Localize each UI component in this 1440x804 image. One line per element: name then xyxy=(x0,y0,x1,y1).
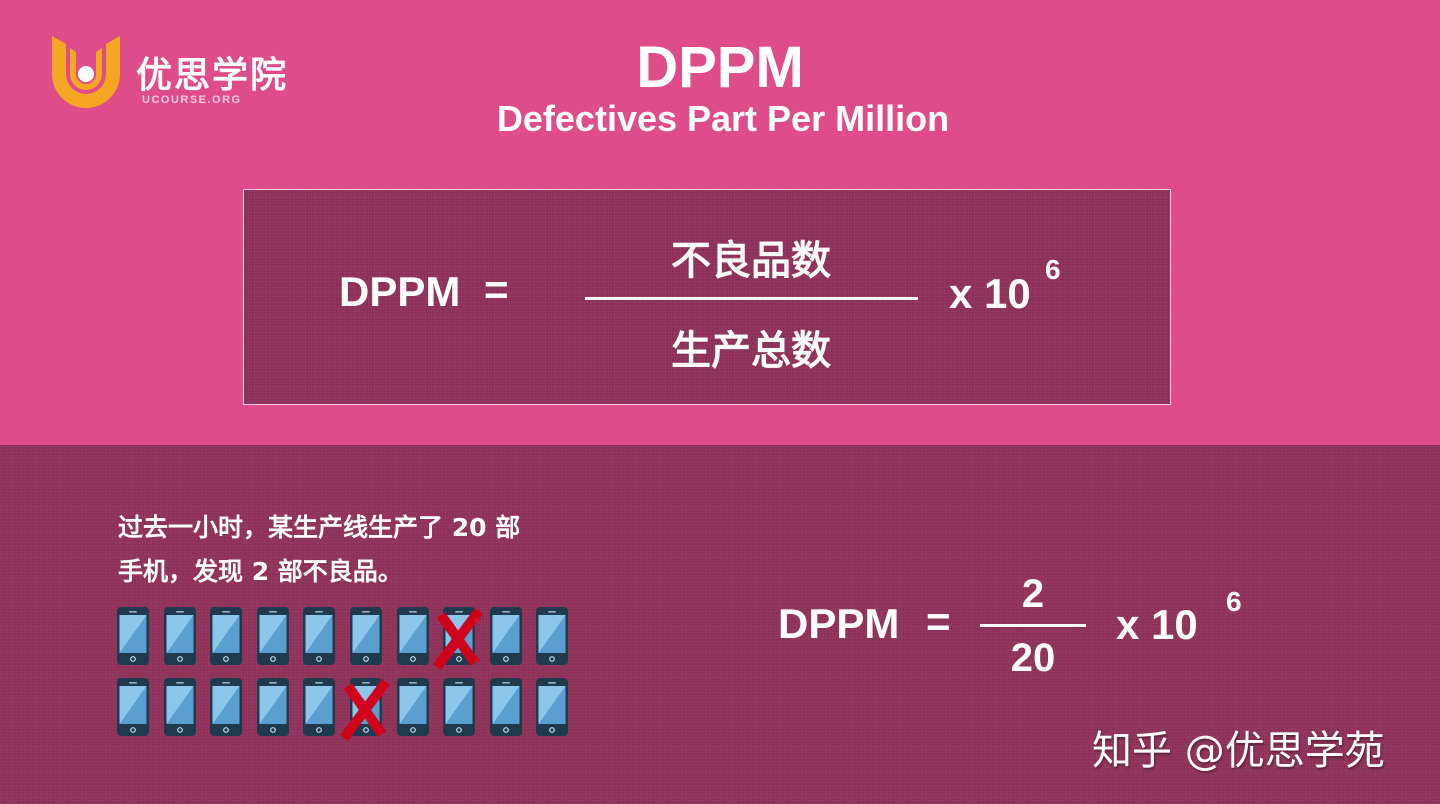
problem-line-1: 过去一小时，某生产线生产了 20 部 xyxy=(118,513,521,542)
example-fraction-bar xyxy=(980,624,1086,627)
smartphone-icon xyxy=(256,678,289,736)
smartphone-icon xyxy=(350,607,382,665)
logo-name: 优思学院 xyxy=(136,55,289,96)
red-x-icon xyxy=(431,607,487,671)
logo-domain: UCOURSE.ORG xyxy=(142,94,242,106)
page-subtitle: Defectives Part Per Million xyxy=(496,98,950,139)
smartphone-icon xyxy=(396,607,429,665)
page-title: DPPM xyxy=(636,35,804,100)
formula-denominator: 生产总数 xyxy=(671,328,831,374)
smartphone-icon xyxy=(163,678,196,736)
smartphone-icon xyxy=(443,678,476,736)
example-exponent: 6 xyxy=(1226,586,1242,617)
formula-numerator: 不良品数 xyxy=(671,238,831,284)
smartphone-icon xyxy=(396,678,429,736)
smartphone-icon xyxy=(163,607,196,665)
header-section: 优思学院 UCOURSE.ORG DPPM Defectives Part Pe… xyxy=(0,0,1440,445)
watermark: 知乎 @优思学苑 xyxy=(1092,728,1385,774)
smartphone-icon xyxy=(489,607,522,665)
formula-exponent: 6 xyxy=(1045,254,1061,285)
smartphone-icon xyxy=(303,607,336,665)
smartphone-icon xyxy=(256,607,289,665)
fraction-bar xyxy=(585,297,918,300)
formula-multiplier: x 10 xyxy=(949,270,1031,317)
example-lhs: DPPM xyxy=(778,600,900,647)
smartphone-icon xyxy=(210,678,243,736)
problem-line-2: 手机，发现 2 部不良品。 xyxy=(118,557,403,586)
logo: 优思学院 UCOURSE.ORG xyxy=(46,30,316,114)
smartphone-icon xyxy=(117,607,149,665)
smartphone-icon xyxy=(117,678,149,736)
example-equals: = xyxy=(926,598,951,645)
smartphone-icon xyxy=(210,607,243,665)
smartphone-icon xyxy=(303,678,336,736)
smartphone-icon xyxy=(489,678,522,736)
smartphone-icon xyxy=(536,607,569,665)
ucourse-u-logo-icon xyxy=(52,36,120,108)
phone-row xyxy=(117,678,577,741)
formula-lhs: DPPM xyxy=(339,268,461,315)
example-numerator: 2 xyxy=(1021,572,1045,616)
problem-statement: 过去一小时，某生产线生产了 20 部 手机，发现 2 部不良品。 xyxy=(118,506,608,594)
smartphone-icon xyxy=(536,678,569,736)
formula-equals: = xyxy=(484,266,509,313)
phone-row xyxy=(117,607,577,670)
red-x-icon xyxy=(338,678,394,742)
example-multiplier: x 10 xyxy=(1116,601,1198,648)
formula-box: DPPM = 不良品数 生产总数 x 10 6 xyxy=(243,189,1171,405)
example-denominator: 20 xyxy=(1010,636,1056,680)
